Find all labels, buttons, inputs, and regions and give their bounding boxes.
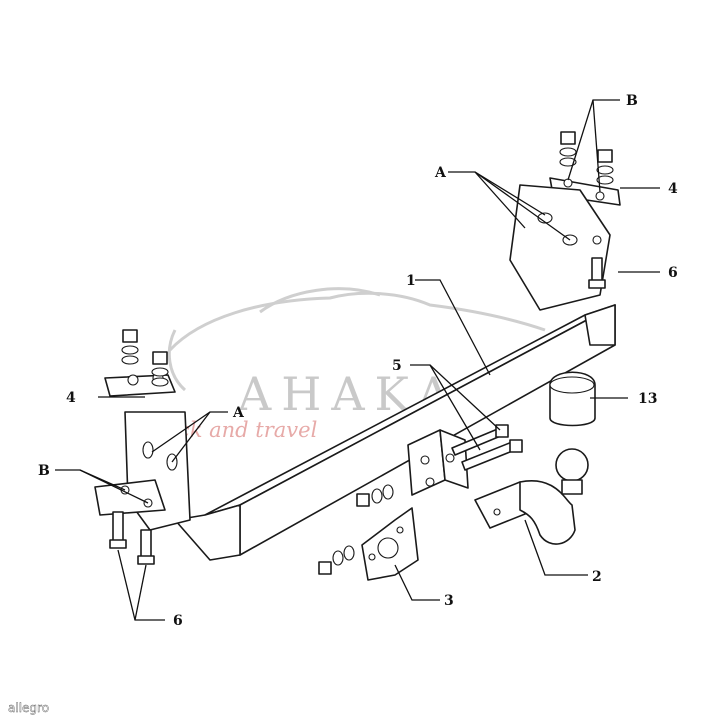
center-bolt-1-head — [495, 424, 509, 438]
leader-part-1 — [415, 279, 491, 376]
right-bracket — [509, 177, 621, 311]
left-washer-1b — [121, 355, 139, 365]
socket-plate-center-hole — [377, 537, 399, 559]
left-plate-hole-1 — [127, 374, 139, 386]
socket-plate-hole-1 — [368, 553, 376, 561]
leader-part-5b — [429, 364, 501, 431]
left-washer-2b — [151, 377, 169, 387]
right-washer-1a — [559, 147, 577, 157]
callout-4-right: 4 — [668, 181, 678, 197]
left-washer-1a — [121, 345, 139, 355]
watermark-swoosh — [167, 329, 187, 392]
callout-a-right: A — [434, 165, 447, 181]
center-mount-hole-1 — [420, 455, 430, 465]
center-washer-1 — [371, 488, 383, 504]
right-plate-hole-1 — [563, 178, 573, 188]
callouts: 1 2 3 4 4 5 6 6 13 A A B B — [38, 93, 678, 629]
right-bolt-head — [588, 279, 606, 289]
right-washer-1b — [559, 157, 577, 167]
callout-a-left: A — [232, 405, 245, 421]
crossbar — [174, 304, 616, 561]
callout-6-left: 6 — [173, 613, 183, 629]
center-washer-2 — [382, 484, 394, 500]
left-bracket — [94, 372, 191, 531]
ball-cap-top — [549, 376, 595, 394]
callout-13: 13 — [638, 391, 657, 407]
left-washer-2a — [151, 367, 169, 377]
right-arm-hole-1 — [537, 212, 553, 224]
center-nut-2 — [318, 561, 332, 575]
left-nut-1 — [122, 329, 138, 343]
callout-2: 2 — [592, 569, 602, 585]
crossbar-right-end — [584, 304, 616, 346]
watermark: AHAKA pack and travel — [152, 287, 546, 442]
center-mount-hole-2 — [445, 453, 455, 463]
right-bolt — [588, 257, 606, 289]
center-mount-hole-3 — [425, 477, 435, 487]
callout-1: 1 — [406, 273, 416, 289]
leader-part-6-left-b — [134, 564, 147, 621]
tow-ball-collar — [561, 479, 583, 495]
leader-b-right-2 — [592, 99, 601, 193]
left-nut-2 — [152, 351, 168, 365]
leader-a-right-3 — [474, 171, 526, 229]
left-bolt-2-head — [137, 555, 155, 565]
center-washer-4 — [343, 545, 355, 561]
callout-3: 3 — [444, 593, 454, 609]
tow-ball-neck — [519, 479, 576, 545]
callout-4-left: 4 — [66, 390, 76, 406]
tow-ball — [555, 448, 589, 482]
center-washer-3 — [332, 550, 344, 566]
leader-a-left-2 — [171, 411, 211, 463]
leader-part-3 — [394, 564, 440, 601]
left-nuts-washers — [121, 329, 169, 387]
watermark-car-roof — [259, 287, 381, 314]
callout-b-left: B — [38, 463, 50, 479]
socket-plate-hole-2 — [396, 526, 404, 534]
center-bolt-2-head — [509, 439, 523, 453]
right-washer-2a — [596, 165, 614, 175]
right-plate-hole-2 — [595, 191, 605, 201]
callout-b-right: B — [626, 93, 638, 109]
watermark-car-outline — [168, 291, 546, 352]
center-nuts-washers — [318, 484, 394, 575]
callout-5: 5 — [392, 358, 402, 374]
right-nut-2 — [597, 149, 613, 163]
leader-b-left-2 — [79, 469, 149, 504]
right-nuts-washers — [559, 131, 614, 185]
callout-6-right: 6 — [668, 265, 678, 281]
right-arm-hole-3 — [592, 235, 602, 245]
right-washer-2b — [596, 175, 614, 185]
tow-ball-tube-hole — [493, 508, 501, 516]
left-bolts — [109, 511, 155, 565]
right-nut-1 — [560, 131, 576, 145]
left-bolt-1-head — [109, 539, 127, 549]
tow-ball-arm — [474, 448, 589, 545]
ball-cap — [549, 371, 596, 427]
center-nut-1 — [356, 493, 370, 507]
right-bracket-arm — [509, 184, 611, 311]
leader-lines — [55, 99, 660, 621]
left-bracket-foot — [94, 479, 166, 516]
leader-part-2 — [524, 519, 588, 576]
leader-a-right-2 — [474, 171, 571, 241]
left-arm-hole-1 — [142, 441, 154, 459]
center-bolts — [451, 424, 523, 471]
socket-plate — [361, 507, 419, 581]
credit-text: allegro — [8, 701, 49, 715]
